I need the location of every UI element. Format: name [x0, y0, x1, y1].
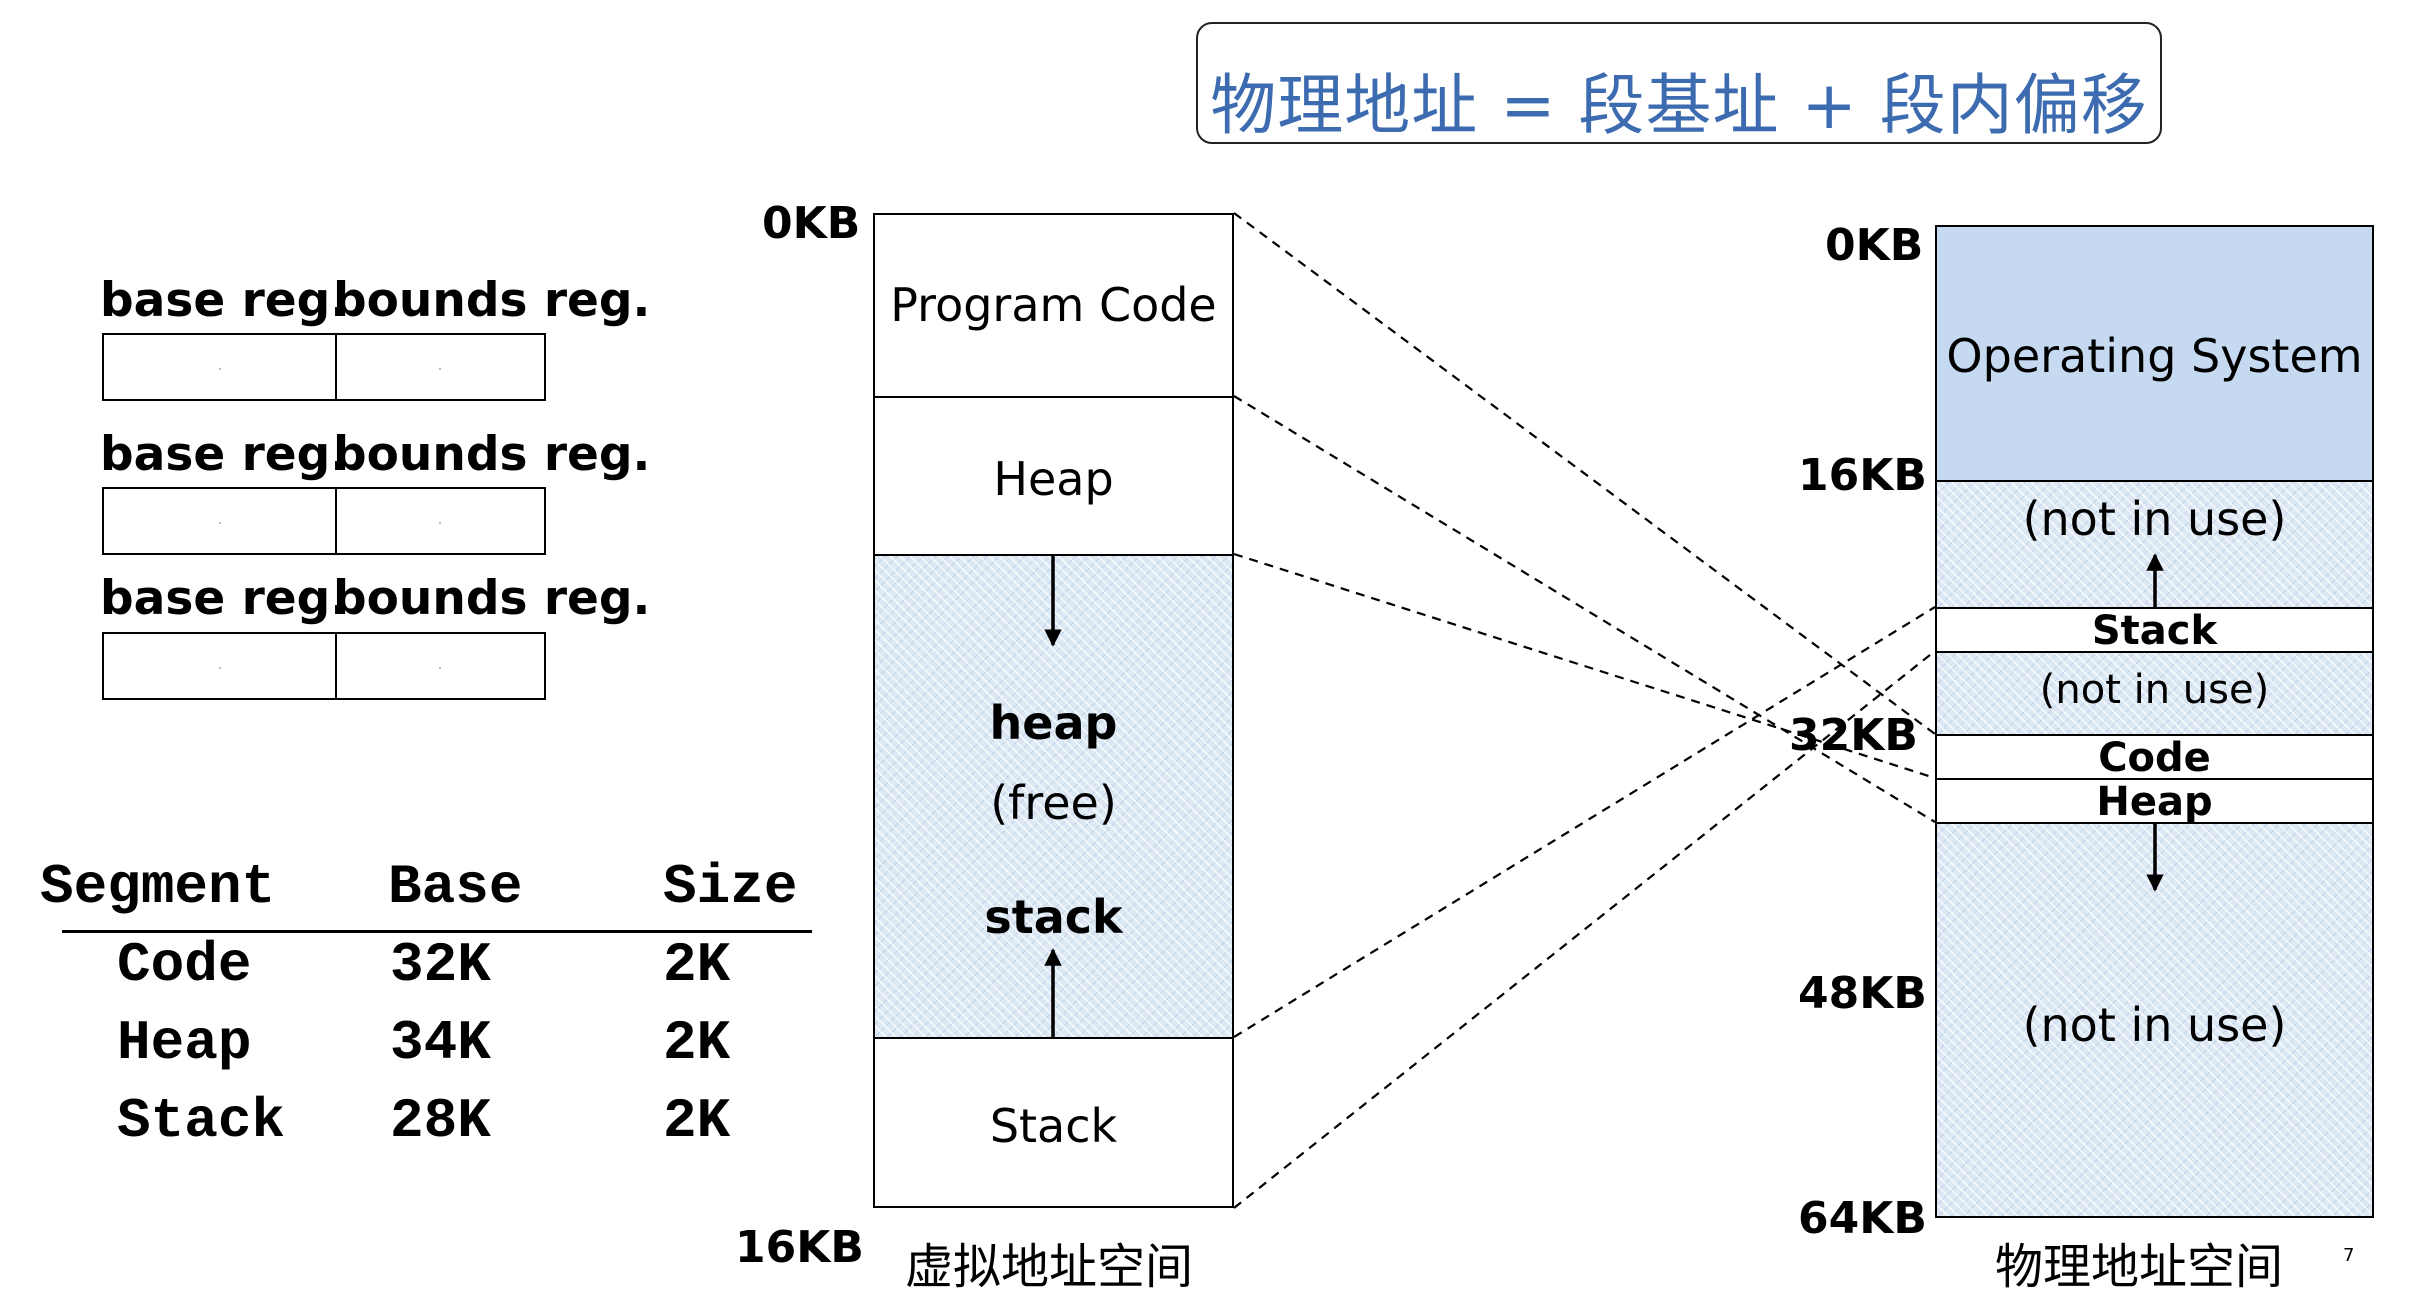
- physical-stack-label: Stack: [2091, 608, 2218, 654]
- code-end-mapping-line: [1233, 552, 1936, 780]
- physical-unused-3: (not in use): [1935, 822, 2374, 1218]
- physical-addr-64kb: 64KB: [1798, 1193, 1927, 1244]
- table-header-rule: [62, 930, 812, 933]
- table-cell: Heap: [117, 1011, 252, 1075]
- table-cell: 2K: [663, 1011, 731, 1075]
- not-in-use-label: (not in use): [2022, 492, 2287, 546]
- formula-box: 物理地址 = 段基址 + 段内偏移: [1196, 22, 2162, 144]
- virtual-end-label: 16KB: [735, 1222, 864, 1273]
- segmentation-diagram: 物理地址 = 段基址 + 段内偏移 base reg. bounds reg. …: [40, 22, 2374, 1295]
- base-reg-label: base reg.: [100, 571, 349, 626]
- heap-label: Heap: [993, 452, 1114, 506]
- bounds-reg-label: bounds reg.: [333, 427, 651, 482]
- free-heap-label: heap: [989, 696, 1118, 750]
- physical-addr-0kb: 0KB: [1825, 220, 1924, 271]
- not-in-use-label: (not in use): [2039, 667, 2270, 713]
- formula-title: 物理地址 = 段基址 + 段内偏移: [1210, 67, 2148, 144]
- table-cell: 2K: [663, 1089, 731, 1153]
- free-label: (free): [990, 776, 1117, 830]
- physical-code-label: Code: [2098, 735, 2211, 781]
- os-label: Operating System: [1946, 329, 2363, 383]
- table-header-size: Size: [663, 855, 798, 919]
- register-box: [102, 333, 546, 401]
- free-stack-label: stack: [984, 890, 1123, 944]
- stack-end-mapping-line: [1233, 650, 1936, 1209]
- bounds-reg-label: bounds reg.: [333, 571, 651, 626]
- virtual-program-code: Program Code: [873, 213, 1234, 398]
- physical-heap-label: Heap: [2096, 779, 2213, 825]
- table-header-segment: Segment: [40, 855, 276, 919]
- virtual-start-label: 0KB: [762, 198, 861, 249]
- register-box: [102, 487, 546, 555]
- table-header-base: Base: [388, 855, 523, 919]
- register-box: [102, 632, 546, 700]
- bounds-reg-label: bounds reg.: [333, 273, 651, 328]
- mapping-lines: [1044, 212, 2164, 1209]
- physical-code: Code: [1935, 734, 2374, 781]
- stack-label: Stack: [989, 1099, 1118, 1153]
- stack-mapping-line: [1233, 606, 1936, 1038]
- page-marker: 7: [2343, 1245, 2355, 1266]
- table-cell: Code: [117, 933, 252, 997]
- base-reg-cell: [104, 634, 337, 698]
- physical-addr-48kb: 48KB: [1798, 968, 1927, 1019]
- physical-unused-2: (not in use): [1935, 651, 2374, 736]
- virtual-stack: Stack: [873, 1037, 1234, 1208]
- physical-addr-32kb: 32KB: [1789, 710, 1918, 761]
- physical-heap: Heap: [1935, 778, 2374, 825]
- code-mapping-line: [1233, 212, 1936, 735]
- physical-addr-16kb: 16KB: [1798, 450, 1927, 501]
- base-reg-label: base reg.: [100, 273, 349, 328]
- base-reg-label: base reg.: [100, 427, 349, 482]
- heap-mapping-line: [1233, 395, 1936, 823]
- table-cell: 34K: [390, 1011, 491, 1075]
- table-cell: Stack: [117, 1089, 286, 1153]
- base-reg-cell: [104, 335, 337, 399]
- table-cell: 32K: [390, 933, 491, 997]
- base-reg-cell: [104, 489, 337, 553]
- table-cell: 28K: [390, 1089, 491, 1153]
- not-in-use-label: (not in use): [2022, 998, 2287, 1052]
- program-code-label: Program Code: [890, 278, 1217, 332]
- table-cell: 2K: [663, 933, 731, 997]
